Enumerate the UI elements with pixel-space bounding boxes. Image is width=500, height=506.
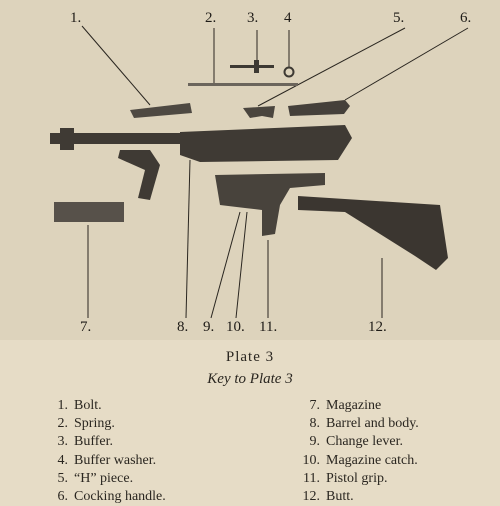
callout-11: 11. <box>259 319 278 335</box>
magazine-part <box>54 202 124 222</box>
callout-10: 10. <box>226 319 245 335</box>
plate-title: Plate 3 <box>225 349 275 365</box>
plate-illustration: 1. 2. 3. 4 5. 6. 7. 8. 9. 10. 11. 12. <box>50 10 472 335</box>
cocking-handle-part <box>288 100 350 116</box>
barrel-and-body-part <box>50 125 352 200</box>
callout-8: 8. <box>177 319 189 335</box>
pistol-grip-part <box>215 173 325 236</box>
key-list-left: 1.Bolt. 2.Spring. 3.Buffer. 4.Buffer was… <box>46 397 166 506</box>
key-item: 12.Butt. <box>302 488 354 504</box>
callout-12: 12. <box>368 319 387 335</box>
key-item: 11.Pistol grip. <box>303 470 388 486</box>
key-item: 8.Barrel and body. <box>309 416 419 432</box>
buffer-part <box>230 65 274 68</box>
callout-1: 1. <box>70 10 82 26</box>
key-list-right: 7.Magazine 8.Barrel and body. 9.Change l… <box>298 397 419 506</box>
key-item: 4.Buffer washer. <box>57 452 157 468</box>
buffer-washer-part <box>283 66 295 78</box>
key-title: Key to Plate 3 <box>207 371 293 387</box>
key-item: 10.Magazine catch. <box>302 452 418 468</box>
callout-5: 5. <box>393 10 405 26</box>
leader-lines <box>81 25 469 319</box>
butt-part <box>298 196 448 270</box>
bolt-part <box>130 103 192 118</box>
spring-part <box>188 83 298 86</box>
callout-6: 6. <box>460 10 472 26</box>
exploded-parts-diagram <box>50 25 469 319</box>
key-item: 6.Cocking handle. <box>57 488 166 504</box>
callout-3: 3. <box>247 10 259 26</box>
key-item: 7.Magazine <box>309 398 382 413</box>
callout-7: 7. <box>80 319 92 335</box>
h-piece-part <box>243 106 275 118</box>
key-item: 2.Spring. <box>57 416 115 432</box>
callout-4: 4 <box>284 10 292 26</box>
key-item: 1.Bolt. <box>57 398 102 413</box>
callout-9: 9. <box>203 319 215 335</box>
key-item: 5.“H” piece. <box>57 470 134 486</box>
callout-2: 2. <box>205 10 217 26</box>
key-item: 9.Change lever. <box>309 434 403 450</box>
key-item: 3.Buffer. <box>57 434 114 450</box>
